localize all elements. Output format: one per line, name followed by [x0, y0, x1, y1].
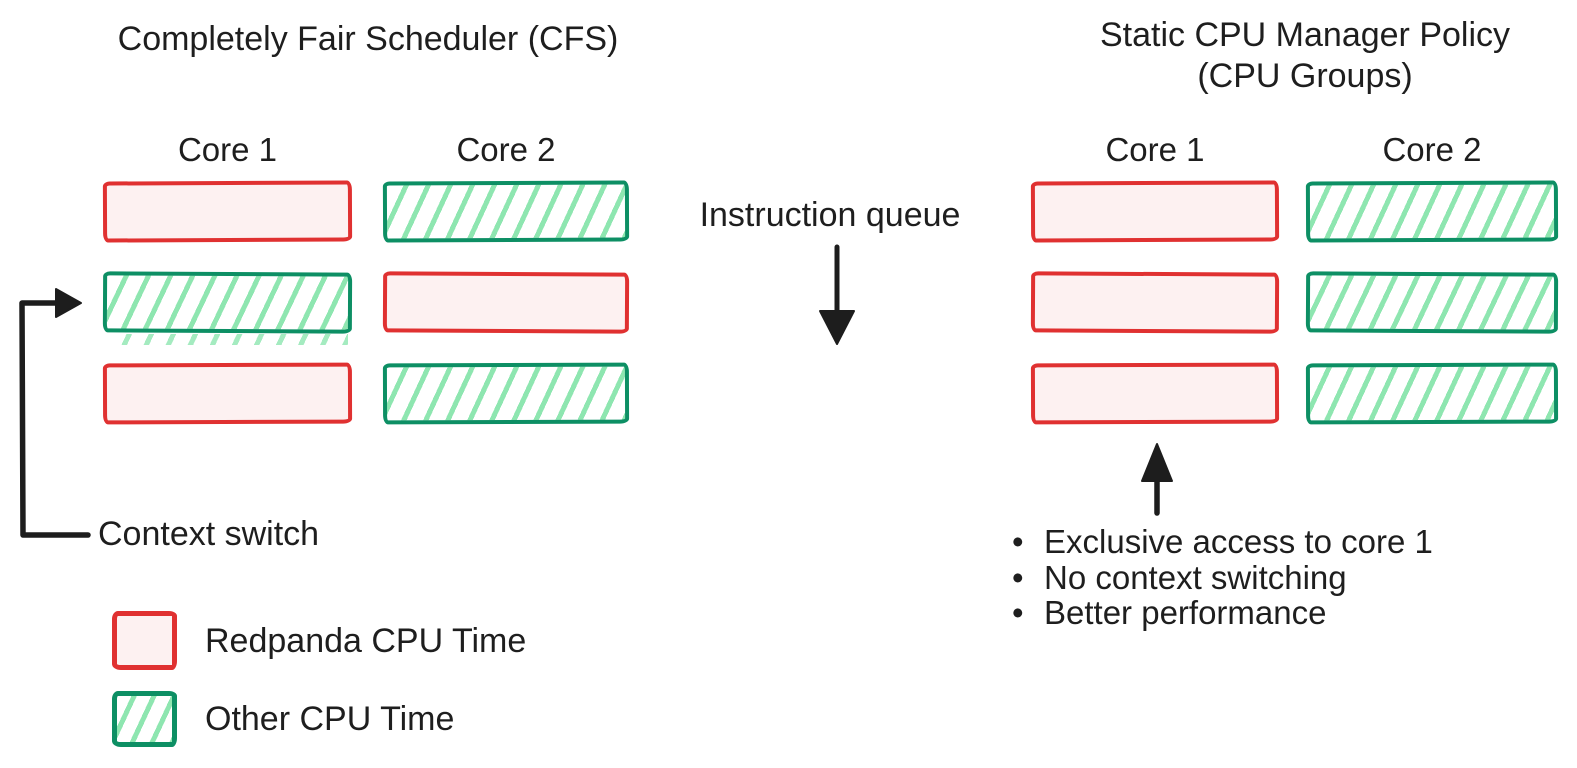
- policy-notes-list: Exclusive access to core 1 No context sw…: [1008, 524, 1433, 631]
- legend: Redpanda CPU Time Other CPU Time: [112, 611, 526, 747]
- cpu-slot-other: [102, 271, 353, 334]
- static-policy-title-line2: (CPU Groups): [1197, 57, 1413, 95]
- cpu-slot-other: [1305, 362, 1559, 425]
- static-policy-title: Static CPU Manager Policy (CPU Groups): [1030, 15, 1577, 97]
- cpu-slot-other: [1305, 180, 1559, 243]
- policy-note-item: Exclusive access to core 1: [1008, 524, 1433, 560]
- legend-item: Other CPU Time: [112, 691, 526, 747]
- instruction-queue-arrow: [819, 244, 855, 345]
- right-core1-column: [1030, 180, 1280, 425]
- context-switch-label: Context switch: [98, 515, 320, 553]
- cpu-slot-redpanda: [102, 362, 353, 425]
- exclusive-core-arrow: [1141, 443, 1173, 516]
- cpu-slot-other: [382, 180, 630, 243]
- cfs-title: Completely Fair Scheduler (CFS): [117, 20, 619, 58]
- left-core2-label: Core 2: [456, 131, 556, 168]
- cpu-slot-other: [382, 362, 630, 425]
- legend-swatch-other: [112, 691, 177, 747]
- right-core2-column: [1305, 180, 1559, 425]
- left-core1-column: [102, 180, 353, 425]
- policy-note-item: No context switching: [1008, 559, 1433, 596]
- cpu-slot-other: [1305, 271, 1559, 334]
- hatch-overflow-decoration: [110, 334, 348, 345]
- cpu-slot-redpanda: [102, 180, 353, 243]
- instruction-queue-label: Instruction queue: [699, 196, 961, 234]
- left-core2-column: [382, 180, 630, 425]
- legend-label: Redpanda CPU Time: [205, 621, 527, 660]
- right-core2-label: Core 2: [1382, 131, 1482, 168]
- cpu-slot-redpanda: [1030, 362, 1280, 425]
- context-switch-arrow: [19, 288, 91, 538]
- legend-item: Redpanda CPU Time: [112, 611, 526, 670]
- right-core1-label: Core 1: [1105, 131, 1205, 168]
- left-core1-label: Core 1: [177, 131, 278, 168]
- legend-swatch-redpanda: [112, 611, 177, 670]
- legend-label: Other CPU Time: [205, 700, 455, 738]
- policy-note-item: Better performance: [1008, 595, 1433, 631]
- cpu-slot-redpanda: [1030, 180, 1280, 243]
- static-policy-title-line1: Static CPU Manager Policy: [1099, 16, 1511, 54]
- cpu-slot-redpanda: [382, 271, 630, 334]
- cpu-slot-redpanda: [1030, 271, 1280, 334]
